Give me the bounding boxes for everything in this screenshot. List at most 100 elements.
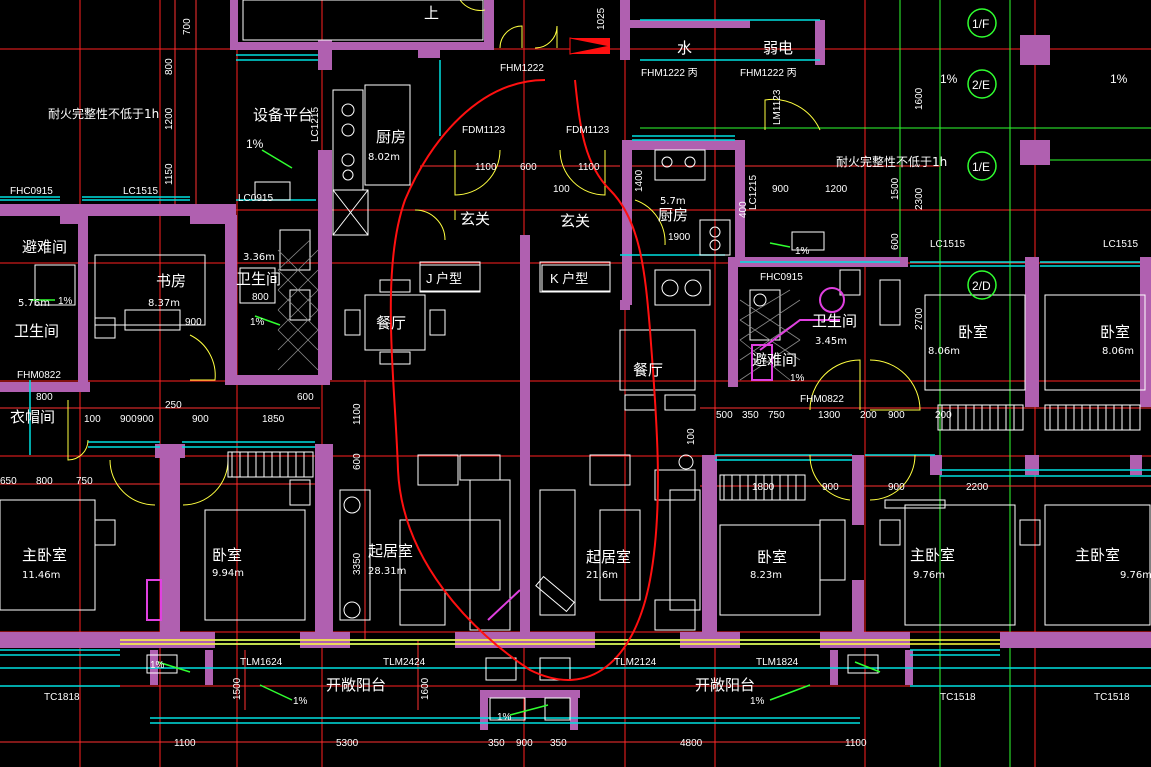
tag-tlm1624: TLM1624: [240, 657, 283, 668]
room-area-kitchen-k: 5.7m: [660, 196, 686, 207]
tag-tlm2424: TLM2424: [383, 657, 426, 668]
tag-fdm1123-1: FDM1123: [462, 125, 506, 136]
tag-lc1215-1: LC1215: [310, 107, 321, 142]
dims-horizontal: 1100 600 1100 100 1900 900 1200 900 900 …: [0, 162, 989, 749]
dim-h-23: 750: [768, 410, 785, 421]
room-area-living-j: 28.31m: [368, 566, 406, 577]
room-label-dining-k: 餐厅: [633, 361, 663, 379]
room-label-up: 上: [424, 4, 439, 22]
slope-7: 1%: [790, 373, 805, 384]
room-label-master-3: 主卧室: [1075, 546, 1120, 564]
tag-fhm1222-b2: FHM1222 丙: [740, 68, 797, 79]
slope-8: 1%: [150, 660, 165, 671]
dim-h-10: 800: [252, 292, 269, 303]
dim-h-6: 900: [772, 184, 789, 195]
dim-v-1500b: 1500: [232, 677, 243, 700]
room-label-foyer-j: 玄关: [460, 210, 490, 228]
dim-v-400: 400: [738, 201, 749, 218]
dim-h-30: 900: [888, 482, 905, 493]
dim-h-7: 1200: [825, 184, 848, 195]
dim-h-18: 800: [36, 476, 53, 487]
dim-v-1500: 1500: [890, 177, 901, 200]
dim-h-11: 900: [192, 414, 209, 425]
bath-fixtures: [146, 287, 845, 621]
room-label-foyer-k: 玄关: [560, 212, 590, 230]
dim-v-1600: 1600: [914, 87, 925, 110]
dim-h-32: 1100: [174, 738, 196, 749]
dim-h-25: 200: [860, 410, 877, 421]
room-labels: 厨房 8.02m 厨房 5.7m 书房 8.37m 卫生间 3.36m 卫生间 …: [10, 4, 1151, 694]
slope-1: 1%: [246, 137, 264, 151]
unit-type-labels: J 户型 K 户型: [419, 264, 611, 292]
room-label-study: 书房: [156, 272, 186, 290]
tag-lc1515-1: LC1515: [123, 186, 158, 197]
tag-fdm1123-2: FDM1123: [566, 125, 610, 136]
axis-label-2d: 2/D: [972, 279, 991, 293]
furniture: [0, 84, 1151, 631]
dim-h-36: 350: [550, 738, 567, 749]
dim-h-22: 350: [742, 410, 759, 421]
fire-note-1: 耐火完整性不低于1h: [48, 106, 159, 121]
room-label-dining-j: 餐厅: [376, 314, 406, 332]
dim-h-33: 5300: [336, 738, 359, 749]
room-label-kitchen-j: 厨房: [376, 128, 406, 146]
room-label-bath-3: 卫生间: [812, 312, 857, 330]
room-area-study: 8.37m: [148, 298, 180, 309]
axis-marker-labels: 1/F 2/E 1/E 2/D: [972, 17, 991, 293]
room-area-master-2: 9.76m: [913, 570, 945, 581]
dim-v-2700: 2700: [914, 307, 925, 330]
dim-h-37: 4800: [680, 738, 703, 749]
slope-2: 1%: [58, 296, 73, 307]
room-area-bath-3: 3.45m: [815, 336, 847, 347]
dim-h-9: 900: [120, 414, 137, 425]
axis-label-1f: 1/F: [972, 17, 989, 31]
markup-loop: [389, 79, 659, 681]
dim-h-26: 900: [888, 410, 905, 421]
tag-tc1518-1: TC1518: [940, 692, 976, 703]
room-label-cloakroom: 衣帽间: [10, 408, 55, 426]
room-label-refuge-2: 避难间: [752, 351, 797, 369]
dim-h-24: 1300: [818, 410, 841, 421]
dim-h-38: 1100: [845, 738, 867, 749]
tag-lc1215-2: LC1215: [748, 175, 759, 210]
dim-h-16: 800: [36, 392, 53, 403]
room-area-kitchen-j: 8.02m: [368, 152, 400, 163]
room-label-equip-platform: 设备平台: [253, 106, 313, 124]
stair-arrow: [242, 0, 611, 55]
room-area-bedroom-1: 9.94m: [212, 568, 244, 579]
slope-3: 1%: [250, 317, 265, 328]
dim-v-1100: 1100: [352, 403, 363, 425]
room-label-bath-2: 卫生间: [14, 322, 59, 340]
dim-v-800: 800: [164, 58, 175, 75]
dim-h-27: 200: [935, 410, 952, 421]
wardrobes: [227, 404, 1141, 509]
dim-v-2300: 2300: [914, 187, 925, 210]
room-area-master-1: 11.46m: [22, 570, 60, 581]
room-label-balcony-1: 开敞阳台: [326, 676, 386, 694]
dim-h-31: 2200: [966, 482, 989, 493]
dim-v-600b: 600: [352, 453, 363, 470]
dim-v-700: 700: [182, 18, 193, 35]
room-area-bath-1: 3.36m: [243, 252, 275, 263]
axis-markers: [967, 8, 997, 300]
dim-h-17: 100: [84, 414, 101, 425]
fire-note-2: 耐火完整性不低于1h: [836, 154, 947, 169]
dim-v-100: 100: [686, 428, 697, 445]
room-label-master-2: 主卧室: [910, 546, 955, 564]
room-area-master-3: 9.76m: [1120, 570, 1151, 581]
slope-4: 1%: [940, 72, 958, 86]
tag-tc1818: TC1818: [44, 692, 80, 703]
room-area-bedroom-2: 8.23m: [750, 570, 782, 581]
tag-fhm0822-1: FHM0822: [17, 370, 61, 381]
room-label-weak-current: 弱电: [763, 39, 793, 57]
balcony-rails: [120, 639, 1000, 645]
tag-fhc0915-2: FHC0915: [760, 272, 803, 283]
tag-fhm1222-b1: FHM1222 丙: [641, 68, 698, 79]
dims-vertical: 700 800 1200 1150 2700 1600 2300 1500 60…: [164, 18, 925, 700]
room-area-bedroom-3: 8.06m: [928, 346, 960, 357]
slope-6: 1%: [795, 246, 810, 257]
opening-tags: FHM1222 FHM1222 丙 FHM1222 丙 LM1123 FDM11…: [10, 7, 1138, 703]
dim-h-1: 1100: [475, 162, 497, 173]
